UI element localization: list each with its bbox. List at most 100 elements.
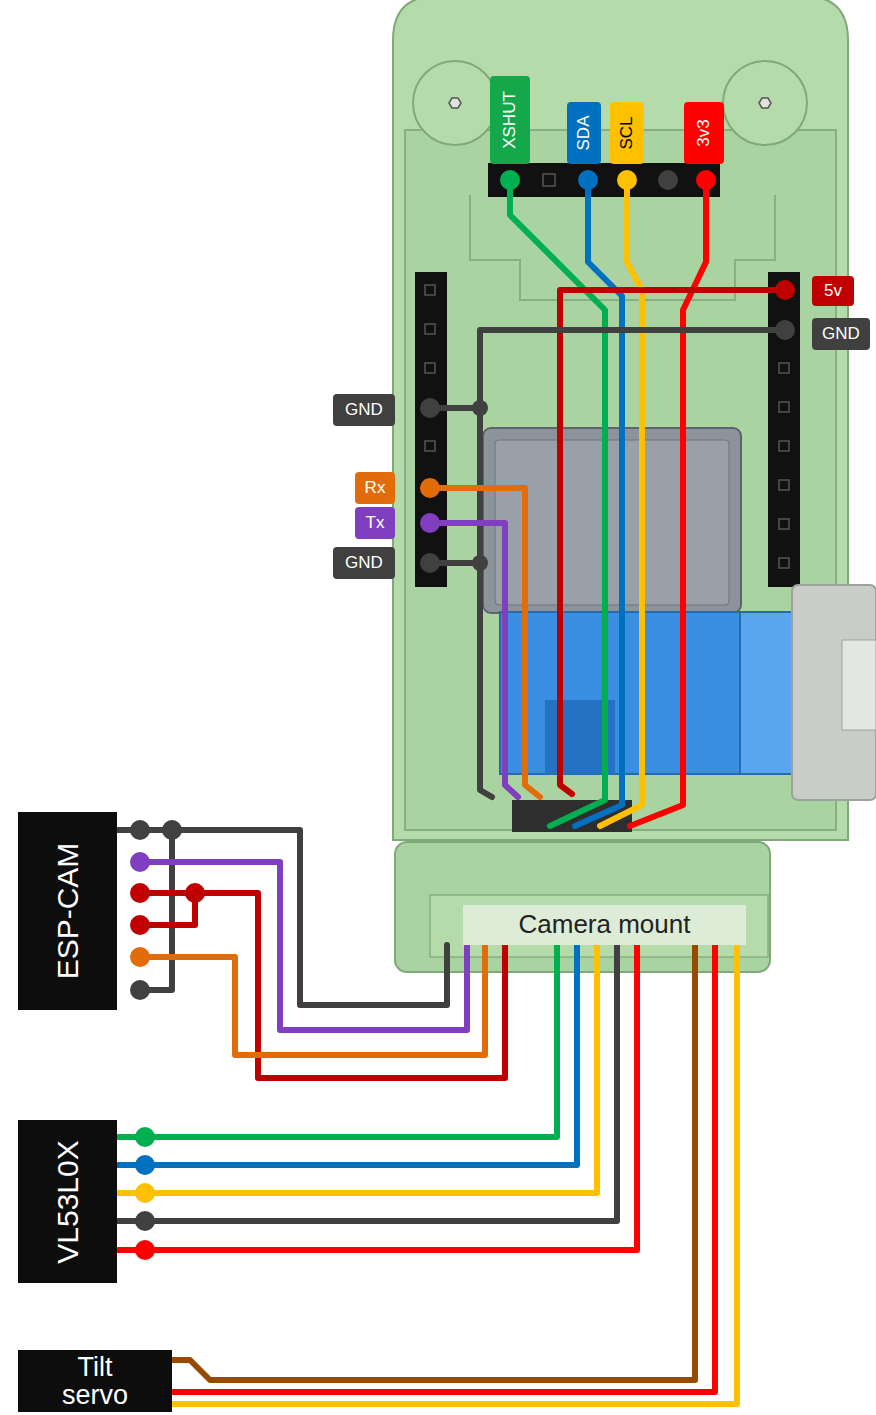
housing-body bbox=[470, 195, 775, 300]
connector-pin bbox=[130, 820, 205, 1260]
connector-pin bbox=[130, 915, 150, 935]
device-box: VL53L0X bbox=[18, 1120, 117, 1283]
mount-ear bbox=[723, 61, 807, 145]
external-wire bbox=[140, 945, 485, 1055]
wire-connector bbox=[117, 830, 447, 1005]
pin-header bbox=[768, 272, 800, 587]
board-wire bbox=[600, 180, 642, 826]
pin-label: SDA bbox=[574, 116, 594, 151]
pin-dot bbox=[420, 553, 440, 573]
header-hole bbox=[425, 324, 435, 334]
pin-dot bbox=[658, 170, 678, 190]
esp-module bbox=[495, 440, 729, 605]
connector-pin bbox=[130, 980, 150, 1000]
pin-tag: Tx bbox=[355, 507, 395, 539]
housing-body bbox=[393, 0, 848, 840]
connector-pin bbox=[135, 1183, 155, 1203]
esp-module bbox=[483, 428, 741, 613]
mount-label-box: Camera mount bbox=[463, 905, 746, 945]
pin-tag: GND bbox=[333, 547, 395, 579]
pin-dot bbox=[420, 170, 795, 573]
pin-label: 5v bbox=[824, 281, 842, 301]
pin-label: Tx bbox=[366, 513, 385, 533]
wire-connector bbox=[172, 945, 695, 1380]
pin-tag: GND bbox=[812, 318, 870, 350]
board-wire bbox=[430, 523, 518, 797]
external-wire bbox=[172, 945, 737, 1404]
mount-ear bbox=[759, 98, 771, 108]
connector-pin bbox=[135, 1211, 155, 1231]
board-wire bbox=[630, 180, 706, 826]
external-wire bbox=[117, 945, 597, 1193]
external-wire bbox=[140, 893, 505, 1078]
external-wire bbox=[117, 945, 637, 1250]
pin-label: GND bbox=[822, 324, 860, 344]
pin-header bbox=[543, 174, 555, 186]
header-hole bbox=[779, 363, 789, 373]
pin-tag: SCL bbox=[610, 102, 644, 164]
board-wire bbox=[430, 488, 540, 797]
pin-tag: XSHUT bbox=[490, 76, 530, 164]
mount-ear bbox=[449, 98, 461, 108]
board-wire bbox=[430, 180, 785, 826]
pin-label: SCL bbox=[617, 116, 637, 149]
device-box: Tilt servo bbox=[18, 1350, 172, 1412]
header-hole bbox=[779, 402, 789, 412]
connector-pin bbox=[135, 1155, 155, 1175]
pin-dot bbox=[420, 398, 440, 418]
pin-tag: GND bbox=[333, 394, 395, 426]
node-label: Tilt servo bbox=[45, 1353, 145, 1410]
pin-tag: 5v bbox=[812, 276, 854, 306]
pin-dot bbox=[775, 320, 795, 340]
header-hole bbox=[779, 441, 789, 451]
pin-dot bbox=[472, 400, 488, 416]
pin-tag: 3v3 bbox=[684, 102, 724, 164]
external-wire bbox=[117, 945, 617, 1221]
esp-module bbox=[483, 428, 741, 613]
header-hole bbox=[779, 480, 789, 490]
pin-dot bbox=[617, 170, 637, 190]
device-box: ESP-CAM bbox=[18, 812, 117, 1010]
node-label: Camera mount bbox=[519, 911, 691, 938]
mount-ear bbox=[413, 61, 497, 145]
pin-header bbox=[415, 272, 447, 587]
board-wire bbox=[560, 290, 785, 794]
connector-pin bbox=[130, 883, 150, 903]
pin-label: 3v3 bbox=[694, 119, 714, 146]
external-wire bbox=[172, 945, 715, 1392]
housing-body bbox=[405, 130, 836, 830]
pin-dot bbox=[578, 170, 598, 190]
pin-label: GND bbox=[345, 553, 383, 573]
external-wire bbox=[117, 830, 737, 1404]
pin-dot bbox=[775, 280, 795, 300]
pan-servo bbox=[740, 612, 792, 774]
header-hole bbox=[425, 363, 435, 373]
connector-pin bbox=[135, 1240, 155, 1260]
pin-header bbox=[488, 163, 720, 197]
pan-servo bbox=[792, 585, 876, 800]
board-wire bbox=[575, 180, 622, 826]
header-hole bbox=[425, 441, 435, 451]
header-hole bbox=[425, 285, 435, 295]
pan-servo bbox=[842, 640, 876, 730]
connector-pin bbox=[130, 947, 150, 967]
pin-dot bbox=[696, 170, 716, 190]
wire-connector bbox=[117, 945, 557, 1137]
pin-dot bbox=[472, 555, 488, 571]
external-wire bbox=[117, 945, 577, 1165]
node-label: ESP-CAM bbox=[52, 843, 84, 980]
header-hole bbox=[779, 558, 789, 568]
pin-dot bbox=[500, 170, 520, 190]
pan-servo bbox=[500, 585, 876, 800]
pin-label: XSHUT bbox=[500, 91, 520, 149]
pin-label: GND bbox=[345, 400, 383, 420]
pin-tag: SDA bbox=[567, 102, 601, 164]
pin-tag: Rx bbox=[355, 472, 395, 504]
housing-body bbox=[393, 0, 848, 840]
connector-pin bbox=[130, 852, 150, 872]
pin-dot bbox=[420, 513, 440, 533]
